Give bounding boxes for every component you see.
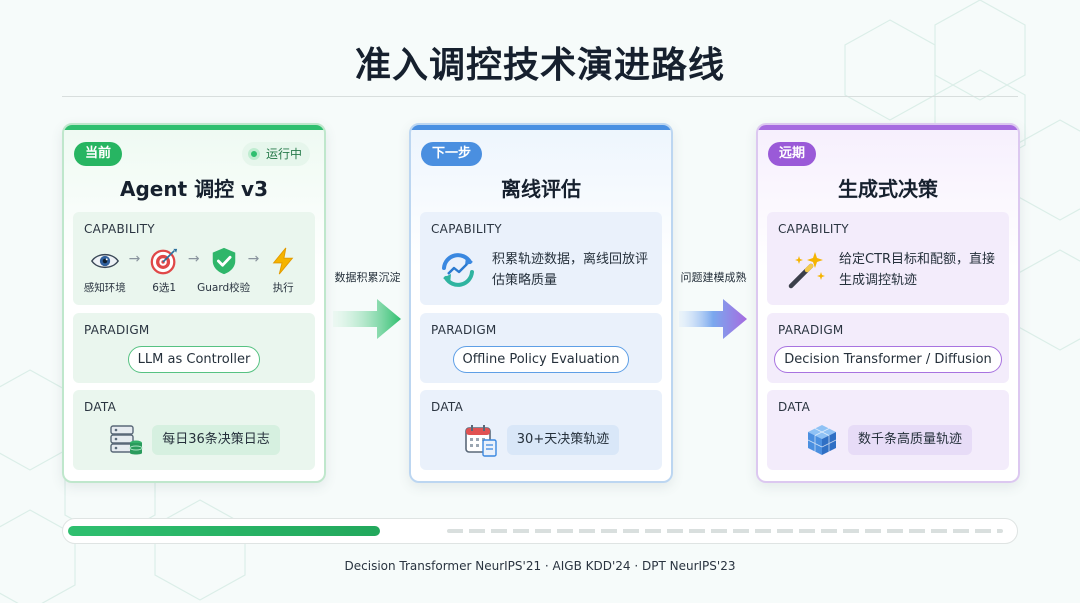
- paradigm-pill: Decision Transformer / Diffusion: [774, 346, 1002, 373]
- data-row: 数千条高质量轨迹: [767, 422, 1009, 458]
- page-title: 准入调控技术演进路线: [354, 45, 725, 86]
- connector-1: 数据积累沉淀: [330, 269, 405, 341]
- stage-card-next: 下一步 离线评估 CAPABILITY 积累轨迹数据，离线回放评估策略质量 PA…: [409, 123, 673, 483]
- card-title: Agent 调控 v3: [119, 177, 269, 201]
- data-section: DATA 30+天决策轨迹: [420, 390, 662, 470]
- connector-2: 问题建模成熟: [676, 269, 751, 341]
- arrow-right-icon: →: [247, 251, 260, 267]
- capability-flow: 感知环境 → 6选1 → Guard校验: [81, 246, 307, 295]
- flow-step: 感知环境: [81, 246, 129, 295]
- data-section: DATA 数千条高质量轨迹: [767, 390, 1009, 470]
- section-label: DATA: [778, 400, 811, 414]
- flow-step-label: 6选1: [152, 282, 177, 294]
- stage-badge: 远期: [768, 142, 817, 166]
- gradient-arrow-icon: [678, 299, 747, 339]
- card-accent-bar: [64, 125, 324, 130]
- gradient-arrow-icon: [332, 299, 401, 339]
- flow-step-label: Guard校验: [197, 282, 251, 294]
- arrow-right-icon: →: [187, 251, 200, 267]
- section-label: CAPABILITY: [431, 222, 502, 236]
- section-label: PARADIGM: [84, 323, 150, 337]
- capability-row: 积累轨迹数据，离线回放评估策略质量: [436, 248, 650, 292]
- card-accent-bar: [411, 125, 671, 130]
- roadmap-progress-bar: [62, 518, 1018, 544]
- lightning-icon: [272, 247, 294, 275]
- title-divider: [62, 96, 1018, 97]
- arrow-right-icon: →: [128, 251, 141, 267]
- status-text: 运行中: [265, 147, 302, 161]
- capability-section: CAPABILITY 积累轨迹数据，离线回放评估策略质量: [420, 212, 662, 305]
- data-section: DATA 每日36条决策日志: [73, 390, 315, 470]
- replay-arrows-icon: [442, 253, 474, 287]
- flow-step: 执行: [259, 246, 307, 295]
- stage-card-current: 当前 运行中 Agent 调控 v3 CAPABILITY 感知环境 →: [62, 123, 326, 483]
- flow-step: Guard校验: [197, 246, 251, 295]
- target-icon: [150, 248, 178, 275]
- capability-section: CAPABILITY 给定CTR目标和配额，直接生成调控轨迹: [767, 212, 1009, 305]
- section-label: PARADIGM: [431, 323, 497, 337]
- eye-icon: [90, 253, 119, 269]
- card-title: 生成式决策: [838, 177, 938, 201]
- section-label: CAPABILITY: [84, 222, 155, 236]
- section-label: PARADIGM: [778, 323, 844, 337]
- stage-card-future: 远期 生成式决策 CAPABILITY 给定CTR目标和配额，直接生成调控轨迹 …: [756, 123, 1020, 483]
- paradigm-pill: Offline Policy Evaluation: [452, 346, 630, 373]
- database-icon: [110, 425, 143, 455]
- data-row: 每日36条决策日志: [73, 422, 315, 458]
- calendar-icon: [464, 425, 497, 457]
- flow-step: 6选1: [140, 246, 188, 295]
- section-label: DATA: [84, 400, 117, 414]
- capability-text: 给定CTR目标和配额，直接生成调控轨迹: [839, 252, 996, 288]
- connector-label: 数据积累沉淀: [334, 271, 401, 284]
- cube-icon: [807, 425, 837, 455]
- card-accent-bar: [758, 125, 1018, 130]
- progress-fill: [68, 526, 380, 536]
- data-chip: 30+天决策轨迹: [506, 425, 620, 455]
- capability-row: 给定CTR目标和配额，直接生成调控轨迹: [783, 248, 997, 292]
- data-chip: 数千条高质量轨迹: [847, 425, 972, 455]
- connector-label: 问题建模成熟: [680, 271, 747, 284]
- section-label: CAPABILITY: [778, 222, 849, 236]
- paradigm-pill: LLM as Controller: [127, 346, 261, 373]
- flow-step-label: 执行: [272, 282, 294, 294]
- capability-section: CAPABILITY 感知环境 →: [73, 212, 315, 305]
- data-chip: 每日36条决策日志: [152, 425, 280, 455]
- shield-check-icon: [212, 247, 235, 275]
- status-dot-icon: [247, 148, 260, 160]
- paradigm-section: PARADIGM Offline Policy Evaluation: [420, 313, 662, 383]
- stage-badge: 当前: [74, 142, 123, 166]
- references-footer: Decision Transformer NeurIPS'21 · AIGB K…: [344, 559, 736, 573]
- section-label: DATA: [431, 400, 464, 414]
- card-title: 离线评估: [501, 177, 581, 201]
- magic-wand-icon: [788, 252, 825, 289]
- progress-remaining-track: [447, 529, 1003, 533]
- paradigm-section: PARADIGM LLM as Controller: [73, 313, 315, 383]
- data-row: 30+天决策轨迹: [420, 422, 662, 458]
- capability-text: 积累轨迹数据，离线回放评估策略质量: [492, 252, 649, 288]
- status-badge: 运行中: [241, 142, 310, 166]
- stage-badge: 下一步: [421, 142, 483, 166]
- flow-step-label: 感知环境: [83, 282, 126, 294]
- paradigm-section: PARADIGM Decision Transformer / Diffusio…: [767, 313, 1009, 383]
